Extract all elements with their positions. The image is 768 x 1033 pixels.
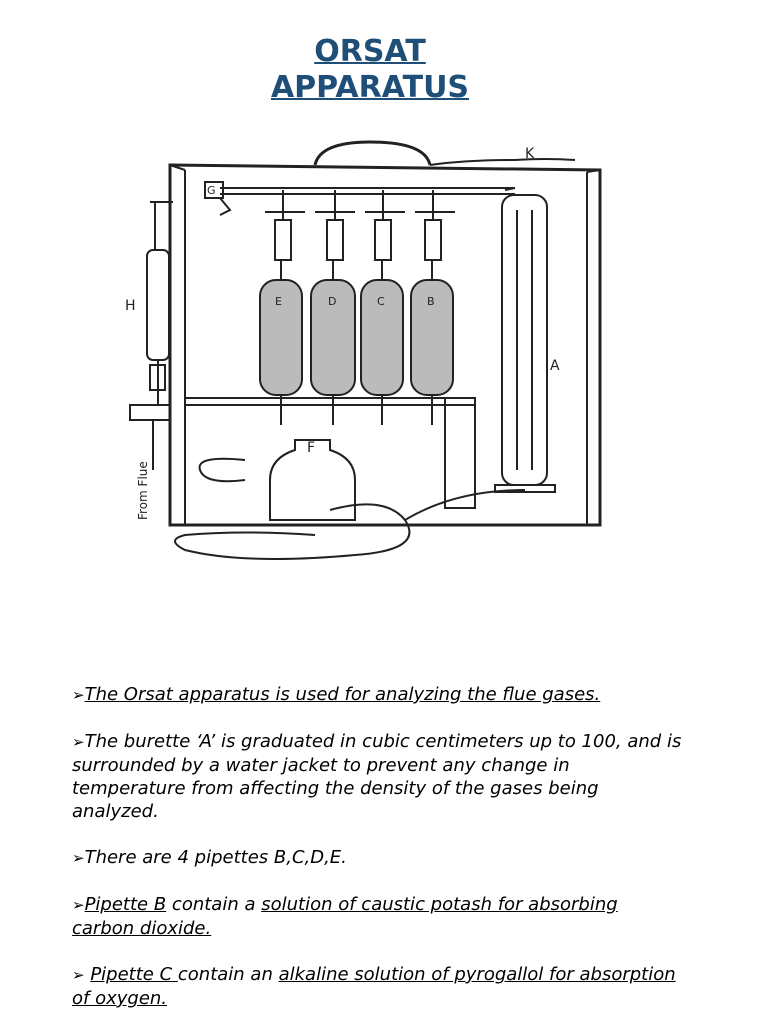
label-b: B	[427, 295, 435, 308]
clamp	[129, 404, 171, 421]
bullet-list: ➢The Orsat apparatus is used for analyzi…	[72, 683, 682, 1033]
bullet-1-text: The Orsat apparatus is used for analyzin…	[84, 684, 601, 705]
label-g: G	[207, 184, 216, 197]
apparatus-drawing: K G H E D C B A F From Flue	[125, 140, 602, 560]
bullet-5-text: contain an	[177, 964, 279, 985]
valve-g	[204, 181, 224, 199]
arrow-bullet-icon: ➢	[72, 896, 85, 914]
label-c: C	[377, 295, 385, 308]
label-f: F	[307, 440, 315, 456]
label-h: H	[125, 298, 136, 314]
manifold-tube	[220, 187, 515, 195]
carry-handle	[313, 140, 432, 166]
label-k: K	[525, 146, 535, 162]
label-a: A	[550, 358, 560, 374]
bullet-4: ➢Pipette B contain a solution of caustic…	[72, 893, 682, 940]
label-d: D	[328, 295, 336, 308]
label-from-flue: From Flue	[136, 461, 150, 520]
arrow-bullet-icon: ➢	[72, 849, 85, 867]
bullet-5: ➢ Pipette C contain an alkaline solution…	[72, 963, 682, 1010]
shelf	[185, 397, 475, 406]
bullet-4-underline-2: solution of caustic potash for absorbing…	[72, 894, 618, 939]
pipette-d	[310, 190, 356, 425]
arrow-bullet-icon: ➢	[72, 733, 85, 751]
arrow-bullet-icon: ➢	[72, 686, 85, 704]
bullet-2-text: The burette ‘A’ is graduated in cubic ce…	[72, 731, 682, 822]
tube-k	[429, 158, 576, 166]
pipette-c	[360, 190, 404, 425]
bullet-3: ➢There are 4 pipettes B,C,D,E.	[72, 846, 682, 870]
pipette-e	[259, 190, 303, 425]
label-e: E	[275, 295, 282, 308]
bullet-5-underline-1: Pipette C	[90, 964, 178, 985]
burette-a	[501, 194, 548, 486]
orsat-apparatus-illustration: K G H E D C B A F From Flue	[125, 140, 615, 570]
rubber-tube	[174, 503, 411, 560]
title-line-2: APPARATUS	[270, 70, 470, 105]
bottle-f	[269, 439, 356, 521]
bullet-3-text: There are 4 pipettes B,C,D,E.	[84, 847, 347, 868]
arrow-bullet-icon: ➢	[72, 966, 85, 984]
bullet-4-text: contain a	[166, 894, 262, 915]
pipette-b	[410, 190, 454, 425]
page-title: ORSAT APPARATUS	[0, 34, 740, 106]
bullet-4-underline-1: Pipette B	[84, 894, 167, 915]
bullet-2: ➢The burette ‘A’ is graduated in cubic c…	[72, 730, 682, 823]
shelf-support	[444, 397, 476, 509]
tube-h	[146, 249, 170, 361]
title-line-1: ORSAT	[314, 34, 426, 69]
bullet-5-underline-2: alkaline solution of pyrogallol for abso…	[72, 964, 676, 1009]
bullet-1: ➢The Orsat apparatus is used for analyzi…	[72, 683, 682, 707]
